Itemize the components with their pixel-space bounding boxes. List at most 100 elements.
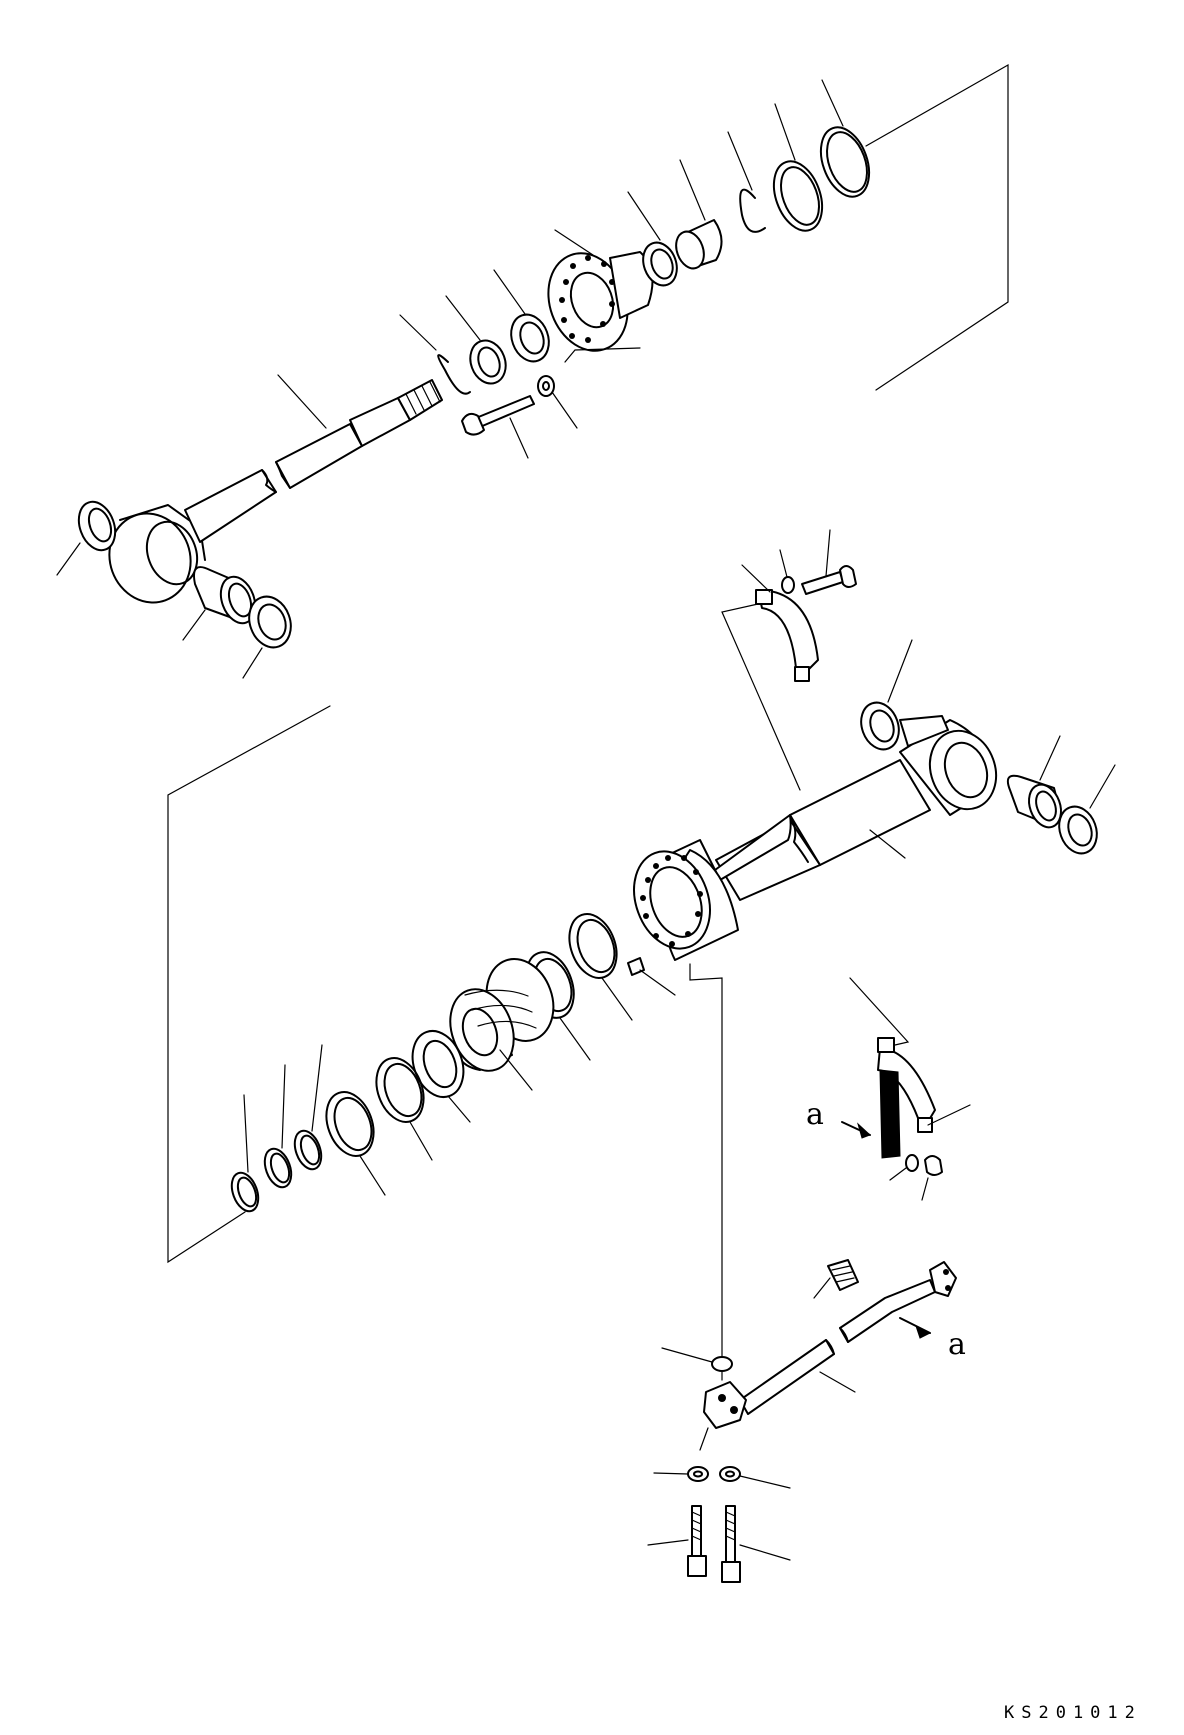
buffer-ring xyxy=(469,339,507,385)
o-ring-head xyxy=(819,126,871,198)
flange-bolt-left xyxy=(687,1505,707,1577)
set-screw xyxy=(627,957,645,976)
rod-eye xyxy=(108,504,206,604)
piston-nut xyxy=(411,1030,465,1098)
tube-flange xyxy=(633,850,711,950)
leader-head-snap-ring xyxy=(727,131,753,191)
pipe-clamp-upper xyxy=(755,589,819,682)
leader-set-screw xyxy=(639,969,676,996)
cylinder-head xyxy=(547,251,654,352)
view-arrow-a-1: a xyxy=(806,1097,871,1139)
flange-washer-right xyxy=(719,1466,741,1482)
leader-buffer-ring xyxy=(445,295,481,341)
leader-seal-right xyxy=(242,647,263,679)
leader-clamp-bolt xyxy=(825,529,831,577)
pipe-assembly: a xyxy=(647,1259,966,1583)
leader-o-ring-large xyxy=(243,1094,249,1173)
leader-flange-block xyxy=(699,1427,709,1451)
assembly-line-clamp xyxy=(721,603,801,791)
leader-rod xyxy=(277,374,327,429)
leader-backup-ring-small xyxy=(311,1044,323,1132)
leader-o-ring-small xyxy=(281,1064,286,1149)
leader-clamp-washer-lower xyxy=(889,1167,907,1181)
piston-ring-1 xyxy=(568,913,618,979)
pipe-flange-end xyxy=(929,1261,957,1297)
leader-backup-ring xyxy=(774,103,796,161)
leader-head-bushing xyxy=(679,159,706,221)
backup-ring-small xyxy=(293,1129,323,1171)
bottom-bushing xyxy=(1006,774,1062,829)
leader-head-seal-1 xyxy=(627,191,661,241)
view-arrow-a-2: a xyxy=(899,1317,966,1362)
leader-tube xyxy=(869,829,906,859)
clamp-nut-lower xyxy=(924,1155,943,1176)
leader-cushion-ring xyxy=(409,1121,433,1161)
rod-eye-seal-right xyxy=(248,595,292,649)
leader-piston xyxy=(499,1049,533,1091)
leader-washer-right xyxy=(739,1475,791,1489)
leader-bolt-left xyxy=(647,1539,689,1546)
flange-bolt-right xyxy=(721,1505,741,1583)
leader-clamp-nut-lower xyxy=(921,1177,929,1201)
drawing-code: KS201012 xyxy=(1004,1703,1142,1723)
rod-assembly xyxy=(56,63,1009,679)
leader-bolt-right xyxy=(739,1544,791,1561)
leader-wear-ring xyxy=(359,1155,386,1196)
leader-bottom-seal-1 xyxy=(887,639,913,703)
bottom-seal-1 xyxy=(860,701,900,751)
cylinder-tube xyxy=(714,759,931,901)
assembly-line-port xyxy=(689,963,723,1381)
head-snap-ring xyxy=(739,188,766,233)
wear-ring xyxy=(325,1091,375,1157)
leader-flange-o-ring xyxy=(661,1347,713,1363)
leader-piston-nut xyxy=(447,1095,471,1123)
leader-head-washer xyxy=(551,391,578,429)
leader-head-bolt xyxy=(509,417,529,459)
view-label-a-1: a xyxy=(806,1097,824,1132)
pipe-clamp-lower xyxy=(877,1037,936,1159)
piston xyxy=(449,958,555,1072)
head-seal-1 xyxy=(642,241,678,287)
rod-packing xyxy=(510,313,550,363)
cylinder-tube-assembly xyxy=(627,715,998,1381)
leader-clamp-lower xyxy=(927,1104,971,1126)
head-bolt xyxy=(461,395,535,436)
rod-thread xyxy=(397,379,443,421)
flange-o-ring xyxy=(711,1356,733,1372)
assembly-line-lower xyxy=(167,705,331,1264)
view-label-a-2: a xyxy=(948,1327,966,1362)
leader-bottom-seal-2 xyxy=(1089,764,1116,809)
assembly-line-clamp-lower xyxy=(849,977,910,1046)
hose-clamp xyxy=(827,1259,859,1291)
piston-rod xyxy=(184,397,411,543)
leader-clamp-upper xyxy=(741,564,771,593)
o-ring-small xyxy=(263,1147,293,1189)
backup-ring xyxy=(772,160,824,232)
leader-seal-left xyxy=(56,542,81,576)
leader-hose-clamp xyxy=(813,1277,831,1299)
clamp-bolt-upper xyxy=(801,565,857,595)
leader-rod-packing xyxy=(493,269,526,315)
flange-washer-left xyxy=(687,1466,709,1482)
rod-eye-seal-left xyxy=(77,500,117,552)
cushion-ring xyxy=(375,1057,425,1123)
leader-pipe xyxy=(819,1371,856,1393)
piston-group xyxy=(167,705,633,1264)
leader-snap-ring xyxy=(399,314,437,351)
clamp-washer-upper xyxy=(781,576,795,594)
leader-bushing-upper xyxy=(182,609,206,641)
assembly-line-head xyxy=(564,347,641,363)
leader-bottom-bushing xyxy=(1039,735,1061,781)
leader-washer-left xyxy=(653,1472,689,1475)
leader-piston-ring-2 xyxy=(559,1017,591,1061)
leader-o-ring-head xyxy=(821,79,844,127)
head-washer xyxy=(537,375,555,397)
assembly-line-upper xyxy=(865,63,1009,391)
pipe-flange-block xyxy=(703,1381,747,1429)
rod-eye-bushing xyxy=(193,566,257,625)
bottom-seal-2 xyxy=(1058,805,1098,855)
head-bushing xyxy=(675,219,723,270)
snap-ring-upper xyxy=(437,354,471,395)
leader-cylinder-head xyxy=(554,229,594,256)
